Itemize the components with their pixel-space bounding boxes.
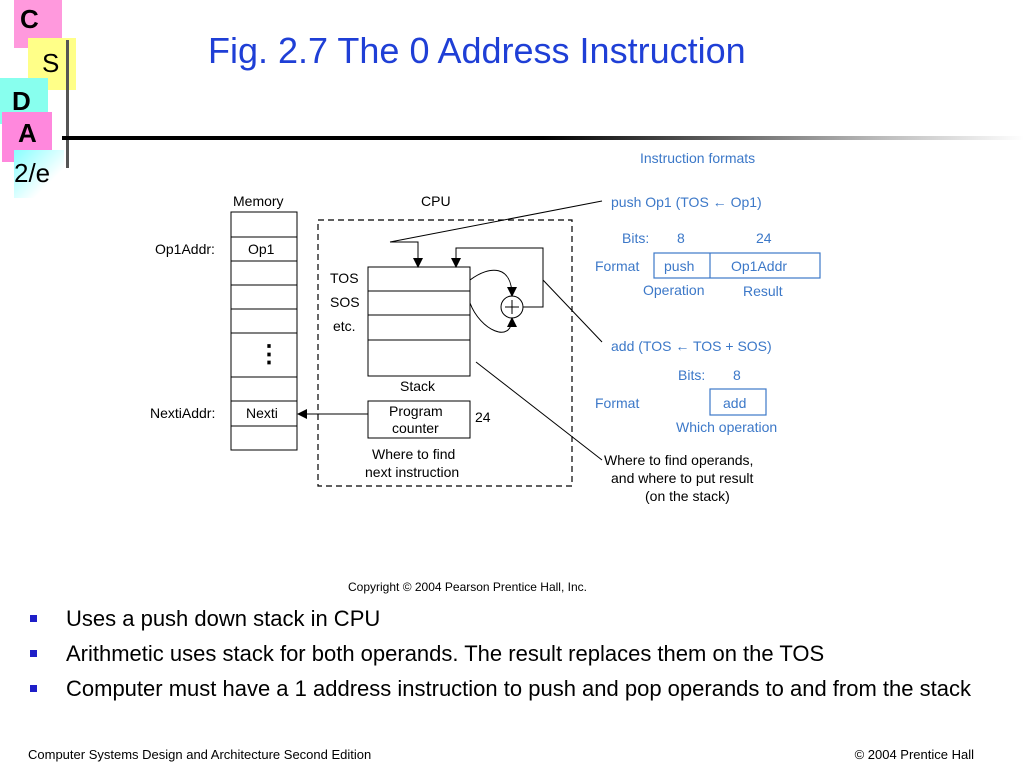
add-opcode-bits: 8 [733,367,741,383]
etc-label: etc. [333,318,356,334]
sos-label: SOS [330,294,360,310]
pc-line1: Program [389,403,443,419]
where-find-line2: next instruction [365,464,459,480]
add-format-box [709,388,767,416]
format-label-add: Format [595,395,639,411]
nextiaddr-label: NextiAddr: [150,405,215,421]
bits-label-push: Bits: [622,230,649,246]
bits-label-add: Bits: [678,367,705,383]
bullet-marker [30,615,37,622]
push-opcode-bits: 8 [677,230,685,246]
tos-label: TOS [330,270,359,286]
logo-letter-c: C [20,4,39,34]
nexti-cell: Nexti [246,405,278,421]
bullet-text: Uses a push down stack in CPU [66,606,381,631]
which-operation-label: Which operation [676,419,777,435]
instruction-formats-label: Instruction formats [640,150,755,166]
bullet-item: Computer must have a 1 address instructi… [30,673,990,704]
where-operands-line1: Where to find operands, [604,452,753,468]
sos-to-adder-arrow [469,302,517,333]
memory-cells [230,211,298,451]
push-format-box [653,252,821,279]
adder-to-tos-arrow [451,247,544,308]
logo-edition: 2/e [14,158,51,188]
format-label-push: Format [595,258,639,274]
bullet-marker [30,685,37,692]
bullet-item: Uses a push down stack in CPU [30,603,990,634]
where-find-line1: Where to find [372,446,455,462]
bullet-text: Arithmetic uses stack for both operands.… [66,641,825,666]
cpu-label: CPU [421,193,451,209]
push-leader-line [389,200,603,243]
bullet-item: Arithmetic uses stack for both operands.… [30,638,990,669]
copyright-notice: Copyright © 2004 Pearson Prentice Hall, … [348,580,587,594]
logo-divider [66,40,69,168]
add-leader-line [542,279,603,343]
bullet-text: Computer must have a 1 address instructi… [66,676,971,701]
program-counter-box [367,400,471,439]
operands-leader-line [475,361,603,461]
memory-label: Memory [233,193,284,209]
operation-label: Operation [643,282,704,298]
stack-label: Stack [400,378,436,394]
push-address-bits: 24 [756,230,772,246]
slide-title: Fig. 2.7 The 0 Address Instruction [208,30,746,71]
format-push-field: push [664,258,694,274]
tos-to-adder-arrow [469,269,517,297]
where-operands-line3: (on the stack) [645,488,730,504]
footer-book-title: Computer Systems Design and Architecture… [28,747,372,762]
push-description: push Op1 (TOS ← Op1) [611,194,762,210]
memory-ellipsis: ⋮ [257,341,281,368]
op1-to-tos-arrow [390,241,423,268]
format-op1addr-field: Op1Addr [731,258,787,274]
pc-bits: 24 [475,409,491,425]
format-add-field: add [723,395,746,411]
title-rule [62,136,1024,140]
op1-cell: Op1 [248,241,275,257]
bullet-marker [30,650,37,657]
logo-letter-s: S [42,48,60,78]
op1addr-label: Op1Addr: [155,241,215,257]
footer-copyright: © 2004 Prentice Hall [854,747,974,762]
pc-line2: counter [392,420,439,436]
add-description: add (TOS ← TOS + SOS) [611,338,772,354]
logo-letter-d: D [12,86,31,116]
bullet-list: Uses a push down stack in CPU Arithmetic… [30,603,990,708]
where-operands-line2: and where to put result [611,470,754,486]
result-label: Result [743,283,783,299]
zero-address-diagram: Memory Op1Addr: Op1 ⋮ NextiAddr: Nexti C… [150,150,821,594]
logo-letter-a: A [18,118,37,148]
stack-cells [367,266,471,377]
